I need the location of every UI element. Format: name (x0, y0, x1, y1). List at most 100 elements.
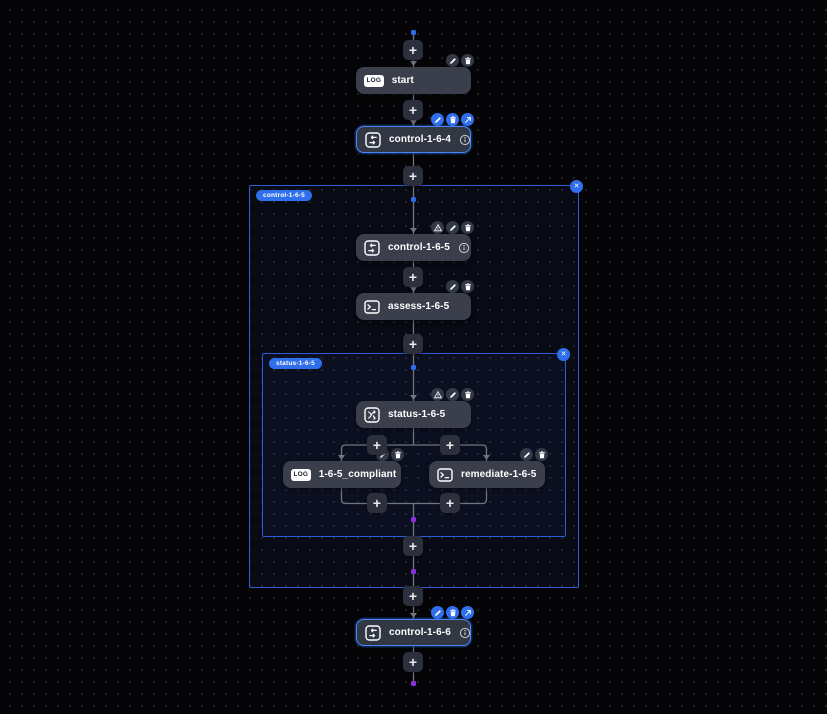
node-label: control-1-6-5 (388, 242, 450, 253)
flow-end-marker (411, 569, 416, 574)
swap-icon (364, 239, 380, 256)
delete-button[interactable] (461, 54, 474, 67)
plus-icon: + (445, 495, 455, 511)
node-remediate-1-6-5[interactable]: remediate-1-6-5 (429, 461, 545, 488)
plus-icon: + (408, 588, 418, 604)
close-icon: ✕ (573, 183, 580, 190)
pencil-icon (449, 57, 456, 64)
plus-icon: + (408, 42, 418, 58)
log-icon: LOG (291, 468, 311, 481)
delete-button[interactable] (461, 221, 474, 234)
node-control-1-6-6[interactable]: control-1-6-6 (356, 619, 471, 646)
toolbar-start (446, 54, 474, 67)
delete-button[interactable] (446, 113, 459, 126)
info-icon[interactable] (459, 134, 471, 146)
node-label: control-1-6-6 (389, 627, 451, 638)
add-step-button[interactable]: + (403, 334, 423, 354)
node-label: status-1-6-5 (388, 409, 446, 420)
plus-icon: + (445, 437, 455, 453)
pencil-icon (434, 116, 441, 123)
group-label: status-1-6-5 (269, 358, 322, 369)
node-control-1-6-5[interactable]: control-1-6-5 (356, 234, 471, 261)
toolbar-status-1-6-5 (431, 388, 474, 401)
add-step-button[interactable]: + (367, 493, 387, 513)
node-assess-1-6-5[interactable]: assess-1-6-5 (356, 293, 471, 320)
pencil-icon (523, 451, 530, 458)
log-icon: LOG (364, 74, 384, 87)
node-label: assess-1-6-5 (388, 301, 450, 312)
branch-icon (364, 406, 380, 423)
trash-icon (538, 450, 545, 458)
toolbar-control-1-6-6 (431, 606, 474, 619)
add-step-button[interactable]: + (367, 435, 387, 455)
flow-start-marker (411, 365, 416, 370)
plus-icon: + (408, 654, 418, 670)
plus-icon: + (408, 336, 418, 352)
toolbar-assess-1-6-5 (446, 280, 474, 293)
toolbar-control-1-6-5 (431, 221, 474, 234)
delete-button[interactable] (461, 280, 474, 293)
node-label: remediate-1-6-5 (461, 469, 537, 480)
pencil-icon (449, 224, 456, 231)
delete-button[interactable] (391, 448, 404, 461)
trash-icon (449, 115, 456, 123)
delete-button[interactable] (446, 606, 459, 619)
trash-icon (464, 282, 471, 290)
add-step-button[interactable]: + (440, 435, 460, 455)
delete-button[interactable] (461, 388, 474, 401)
edit-button[interactable] (446, 388, 459, 401)
swap-icon (365, 131, 381, 148)
edit-button[interactable] (520, 448, 533, 461)
edit-button[interactable] (446, 280, 459, 293)
delete-button[interactable] (535, 448, 548, 461)
flow-end-marker (411, 681, 416, 686)
warning-icon (433, 390, 442, 398)
toolbar-remediate-1-6-5 (520, 448, 548, 461)
swap-icon (365, 624, 381, 641)
trash-icon (449, 608, 456, 616)
info-icon[interactable] (458, 242, 470, 254)
group-close-button[interactable]: ✕ (570, 180, 583, 193)
plus-icon: + (408, 102, 418, 118)
expand-button[interactable] (461, 606, 474, 619)
node-label: start (391, 75, 414, 86)
info-icon[interactable] (459, 627, 471, 639)
warning-button[interactable] (431, 221, 444, 234)
plus-icon: + (372, 437, 382, 453)
node-control-1-6-4[interactable]: control-1-6-4 (356, 126, 471, 153)
trash-icon (464, 390, 471, 398)
flow-start-marker (411, 30, 416, 35)
add-step-button[interactable]: + (403, 586, 423, 606)
trash-icon (464, 223, 471, 231)
add-step-button[interactable]: + (403, 166, 423, 186)
edit-button[interactable] (431, 606, 444, 619)
terminal-icon (364, 299, 380, 315)
flow-end-marker (411, 517, 416, 522)
node-start[interactable]: LOG start (356, 67, 471, 94)
edit-button[interactable] (431, 113, 444, 126)
node-status-1-6-5[interactable]: status-1-6-5 (356, 401, 471, 428)
add-step-button[interactable]: + (403, 40, 423, 60)
trash-icon (394, 450, 401, 458)
plus-icon: + (408, 168, 418, 184)
node-1-6-5-compliant[interactable]: LOG 1-6-5_compliant (283, 461, 401, 488)
warning-icon (433, 223, 442, 231)
warning-button[interactable] (431, 388, 444, 401)
add-step-button[interactable]: + (403, 652, 423, 672)
edit-button[interactable] (446, 221, 459, 234)
plus-icon: + (408, 269, 418, 285)
pencil-icon (434, 609, 441, 616)
add-step-button[interactable]: + (403, 100, 423, 120)
edit-button[interactable] (446, 54, 459, 67)
expand-icon (464, 609, 471, 616)
group-label: control-1-6-5 (256, 190, 312, 201)
group-status-1-6-5[interactable]: status-1-6-5 ✕ (262, 348, 570, 537)
expand-button[interactable] (461, 113, 474, 126)
pencil-icon (449, 283, 456, 290)
add-step-button[interactable]: + (403, 267, 423, 287)
group-close-button[interactable]: ✕ (557, 348, 570, 361)
add-step-button[interactable]: + (440, 493, 460, 513)
expand-icon (464, 116, 471, 123)
add-step-button[interactable]: + (403, 536, 423, 556)
